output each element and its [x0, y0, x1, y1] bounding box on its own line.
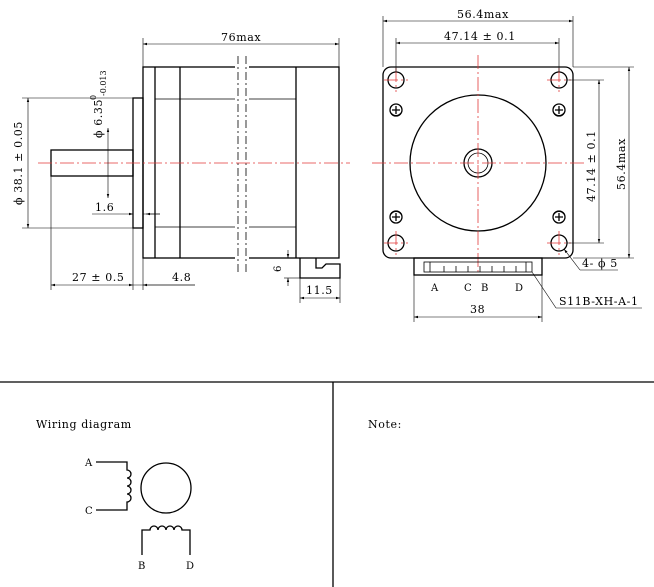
side-view: 76max ϕ 38.1 ± 0.05 ϕ 6.35 0 -0.013 1.6 … — [12, 31, 350, 303]
wiring-title: Wiring diagram — [36, 418, 132, 431]
info-panels — [0, 381, 654, 587]
connector-front — [413, 257, 543, 276]
wire-label-d: D — [186, 561, 194, 572]
pin-label-a: A — [430, 283, 439, 294]
dim-shaft-diameter: ϕ 6.35 — [92, 99, 105, 138]
wire-label-c: C — [85, 506, 93, 517]
dim-connector-length: 11.5 — [306, 284, 333, 297]
pin-label-c: C — [464, 283, 472, 294]
dim-boss-height: 1.6 — [95, 201, 114, 214]
wire-label-a: A — [84, 458, 93, 469]
dim-shaft-tol-upper: 0 — [89, 95, 98, 100]
wiring-diagram: Wiring diagram A C B D — [36, 418, 194, 572]
dim-shaft-length: 27 ± 0.5 — [72, 271, 125, 284]
dim-frame-width: 56.4max — [457, 8, 509, 21]
pin-label-b: B — [481, 283, 489, 294]
screw-right-top — [552, 103, 566, 117]
dim-hole-pitch-v: 47.14 ± 0.1 — [585, 130, 598, 202]
screw-right-bottom — [552, 210, 566, 224]
dim-connector-pitch: 38 — [470, 303, 485, 316]
dim-overall-length: 76max — [221, 31, 261, 44]
dim-flange-diameter: ϕ 38.1 ± 0.05 — [12, 121, 25, 205]
dim-shaft-tol-lower: -0.013 — [99, 70, 108, 96]
connector-side — [299, 258, 341, 279]
connector-model: S11B-XH-A-1 — [559, 295, 639, 308]
dim-frame-height: 56.4max — [615, 138, 628, 190]
dim-hole-callout: 4- ϕ 5 — [582, 257, 618, 270]
note-label: Note: — [368, 418, 402, 431]
screw-left-top — [389, 103, 403, 117]
front-view: A C B D 56.4max 47.14 ± 0.1 47.14 ± 0.1 … — [372, 8, 642, 322]
dim-hole-pitch-h: 47.14 ± 0.1 — [444, 30, 516, 43]
wire-label-b: B — [138, 561, 146, 572]
coil-bd — [141, 525, 191, 555]
dim-flange-length: 4.8 — [172, 271, 191, 284]
wiring-rotor-circle — [140, 462, 192, 514]
dim-connector-height: 6 — [273, 265, 284, 272]
screw-left-bottom — [389, 210, 403, 224]
coil-ac — [96, 461, 132, 511]
mounting-hole-bl — [384, 231, 408, 255]
pin-label-d: D — [515, 283, 523, 294]
